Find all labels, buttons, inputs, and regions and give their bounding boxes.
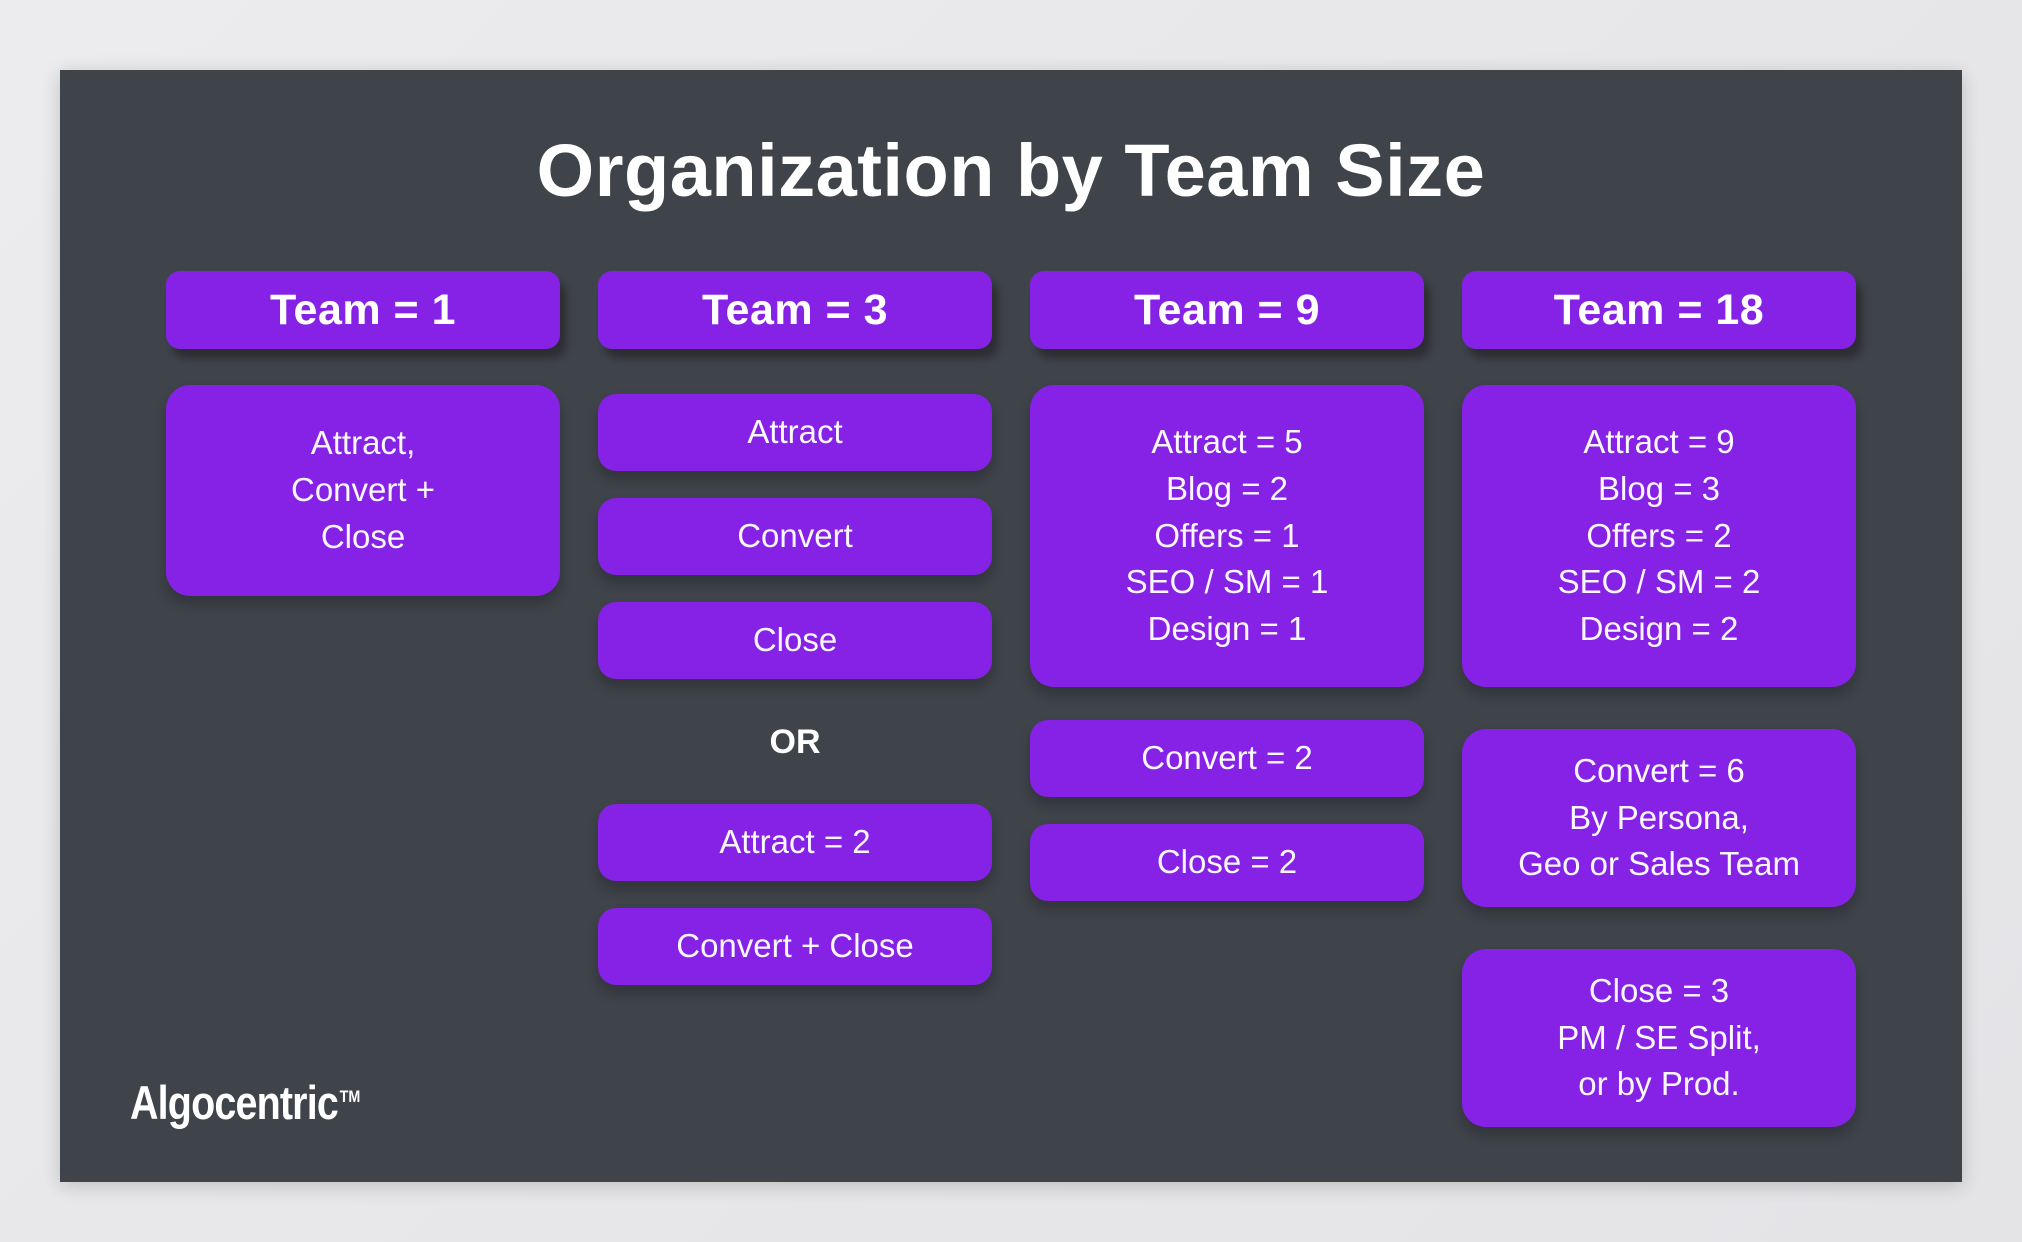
team-9-convert-box: Convert = 2 — [1030, 720, 1424, 797]
team-3-convert-box: Convert — [598, 498, 992, 575]
column-team-3: Team = 3 Attract Convert Close OR Attrac… — [598, 271, 992, 1182]
team-9-close-box: Close = 2 — [1030, 824, 1424, 901]
column-team-1: Team = 1 Attract, Convert + Close — [166, 271, 560, 1182]
spacer — [1030, 797, 1424, 824]
slide-canvas: Organization by Team Size Team = 1 Attra… — [60, 70, 1962, 1182]
team-1-header: Team = 1 — [166, 271, 560, 349]
team-18-attract-breakdown-box: Attract = 9 Blog = 3 Offers = 2 SEO / SM… — [1462, 385, 1856, 687]
team-1-roles-box: Attract, Convert + Close — [166, 385, 560, 596]
team-3-attract-box: Attract — [598, 394, 992, 471]
team-3-convert-close-box: Convert + Close — [598, 908, 992, 985]
page-title: Organization by Team Size — [536, 129, 1486, 212]
spacer — [1462, 687, 1856, 729]
team-18-close-box: Close = 3 PM / SE Split, or by Prod. — [1462, 949, 1856, 1127]
brand-logo: AlgocentricTM — [130, 1075, 360, 1130]
spacer — [598, 385, 992, 394]
team-18-header: Team = 18 — [1462, 271, 1856, 349]
team-3-header: Team = 3 — [598, 271, 992, 349]
spacer — [1030, 687, 1424, 720]
team-18-convert-box: Convert = 6 By Persona, Geo or Sales Tea… — [1462, 729, 1856, 907]
spacer — [598, 575, 992, 602]
team-3-close-box: Close — [598, 602, 992, 679]
column-team-18: Team = 18 Attract = 9 Blog = 3 Offers = … — [1462, 271, 1856, 1182]
spacer — [598, 471, 992, 498]
trademark-symbol: TM — [339, 1087, 361, 1107]
spacer — [1462, 907, 1856, 949]
team-3-attract-2-box: Attract = 2 — [598, 804, 992, 881]
column-team-9: Team = 9 Attract = 5 Blog = 2 Offers = 1… — [1030, 271, 1424, 1182]
team-9-attract-breakdown-box: Attract = 5 Blog = 2 Offers = 1 SEO / SM… — [1030, 385, 1424, 687]
team-columns: Team = 1 Attract, Convert + Close Team =… — [60, 271, 1962, 1182]
spacer — [598, 881, 992, 908]
brand-name: Algocentric — [130, 1076, 339, 1129]
team-9-header: Team = 9 — [1030, 271, 1424, 349]
or-divider-label: OR — [769, 723, 821, 761]
